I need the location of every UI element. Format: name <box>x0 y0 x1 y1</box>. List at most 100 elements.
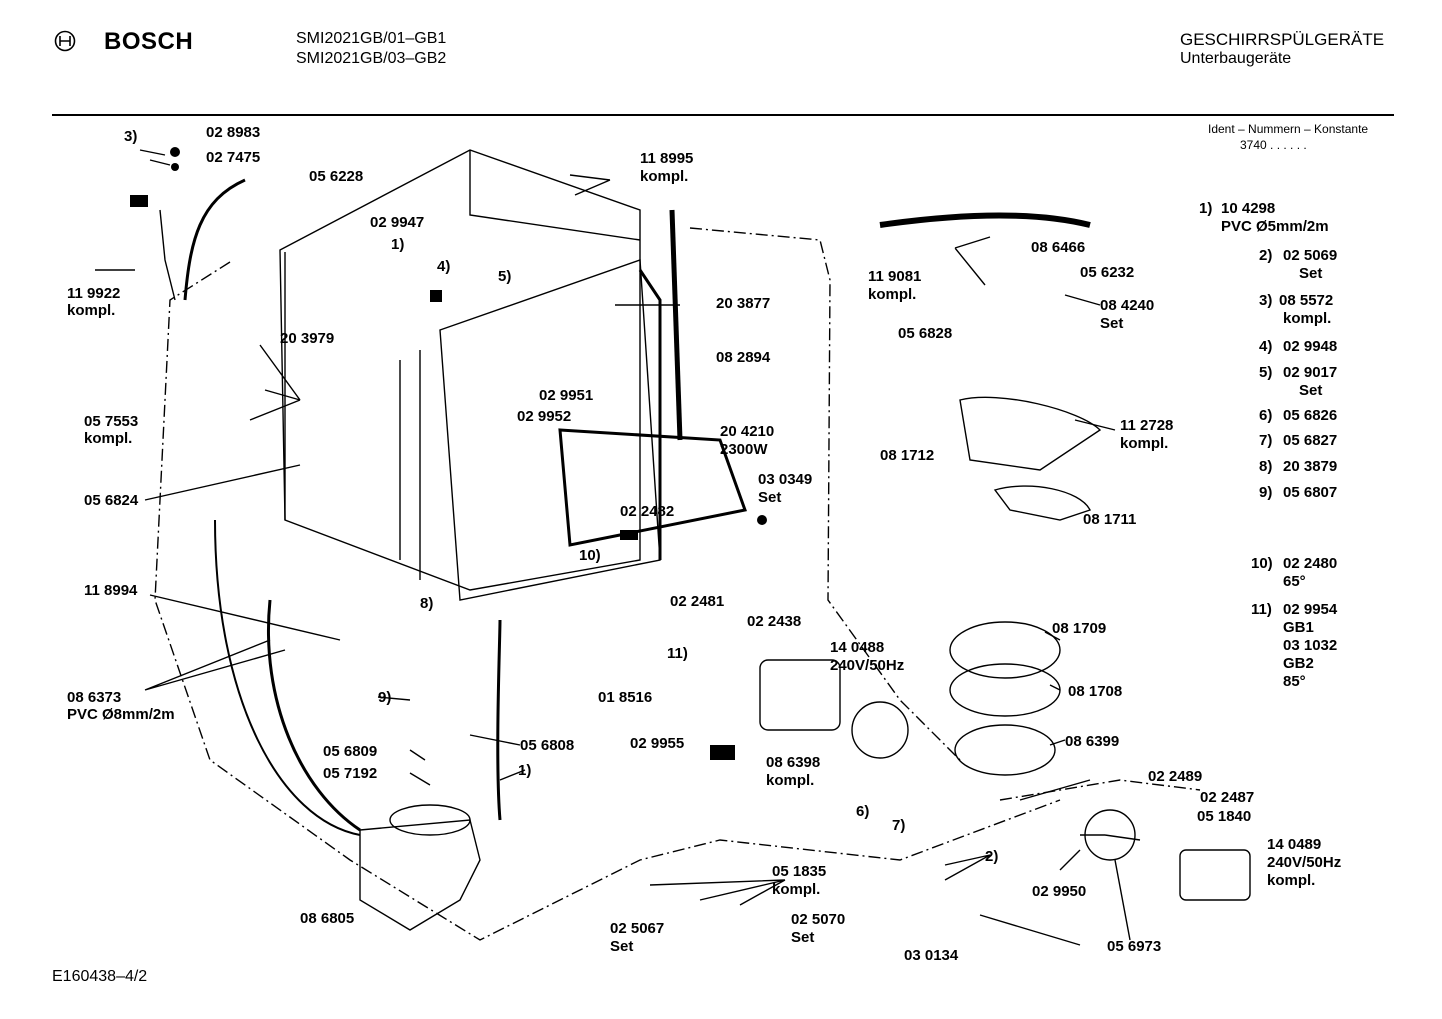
label-4: 4) <box>437 258 451 275</box>
label-086805: 08 6805 <box>300 910 355 927</box>
label-056228: 05 6228 <box>309 168 364 185</box>
label-119081: 11 9081 <box>868 268 922 285</box>
legend-key-7: 7) <box>1259 432 1273 449</box>
label-022438: 02 2438 <box>747 613 802 630</box>
legend-key-1: 1) <box>1199 200 1213 217</box>
label-1-upper: 1) <box>391 236 405 253</box>
legend-list: 1) 10 4298 PVC Ø5mm/2m 2) 02 5069 Set 3)… <box>1195 200 1395 700</box>
legend-key-2: 2) <box>1259 247 1273 264</box>
model-line-1: SMI2021GB/01–GB1 <box>296 30 447 47</box>
label-022487: 02 2487 <box>1200 789 1255 806</box>
legend-desc-10: 65° <box>1283 573 1306 590</box>
label-057553-kompl: kompl. <box>84 430 133 447</box>
label-056828: 05 6828 <box>898 325 953 342</box>
legend-desc-11c: GB2 <box>1283 655 1314 672</box>
label-9: 9) <box>378 689 392 706</box>
label-086373: 08 6373 <box>67 689 122 706</box>
label-018516: 01 8516 <box>598 689 653 706</box>
legend-desc-11a: GB1 <box>1283 619 1314 636</box>
legend-part-9: 05 6807 <box>1283 484 1338 501</box>
model-line-2: SMI2021GB/03–GB2 <box>296 50 447 67</box>
label-2300w: 2300W <box>720 441 768 458</box>
legend-part-11: 02 9954 <box>1283 601 1338 618</box>
legend-key-10: 10) <box>1251 555 1273 572</box>
legend-part-6: 05 6826 <box>1283 407 1338 424</box>
legend-key-5: 5) <box>1259 364 1273 381</box>
legend-key-6: 6) <box>1259 407 1273 424</box>
label-022489: 02 2489 <box>1148 768 1203 785</box>
label-086373-pvc: PVC Ø8mm/2m <box>67 706 175 723</box>
legend-part-2: 02 5069 <box>1283 247 1338 264</box>
label-086398-kompl: kompl. <box>766 772 815 789</box>
label-5: 5) <box>498 268 512 285</box>
label-056232: 05 6232 <box>1080 264 1135 281</box>
label-027475: 02 7475 <box>206 149 261 166</box>
label-022482: 02 2482 <box>620 503 675 520</box>
label-140488: 14 0488 <box>830 639 885 656</box>
label-8: 8) <box>420 595 434 612</box>
label-057192: 05 7192 <box>323 765 378 782</box>
category-title: GESCHIRRSPÜLGERÄTE <box>1180 30 1385 49</box>
label-051840: 05 1840 <box>1197 808 1252 825</box>
label-081712: 08 1712 <box>880 447 935 464</box>
legend-part-5: 02 9017 <box>1283 364 1338 381</box>
legend-desc-3: kompl. <box>1283 310 1332 327</box>
header-divider <box>52 114 1394 116</box>
label-030349-set: Set <box>758 489 782 506</box>
legend-part-3: 08 5572 <box>1279 292 1334 309</box>
legend-part-1: 10 4298 <box>1221 200 1276 217</box>
ident-value: 3740 . . . . . . <box>1240 138 1307 152</box>
label-10: 10) <box>579 547 601 564</box>
label-084240-set: Set <box>1100 315 1124 332</box>
label-030349: 03 0349 <box>758 471 813 488</box>
label-030134: 03 0134 <box>904 947 959 964</box>
label-025070: 02 5070 <box>791 911 846 928</box>
legend-key-4: 4) <box>1259 338 1273 355</box>
label-028983: 02 8983 <box>206 124 261 141</box>
legend-key-8: 8) <box>1259 458 1273 475</box>
label-084240: 08 4240 <box>1100 297 1155 314</box>
label-051835-kompl: kompl. <box>772 881 821 898</box>
legend-desc-2: Set <box>1299 265 1323 282</box>
drawing-id: E160438–4/2 <box>52 968 148 985</box>
label-118995: 11 8995 <box>640 150 694 167</box>
label-118994: 11 8994 <box>84 582 138 599</box>
label-025067-set: Set <box>610 938 634 955</box>
label-11: 11) <box>667 645 688 662</box>
label-081708: 08 1708 <box>1068 683 1123 700</box>
label-6: 6) <box>856 803 870 820</box>
label-056973: 05 6973 <box>1107 938 1162 955</box>
label-056809: 05 6809 <box>323 743 378 760</box>
label-025067: 02 5067 <box>610 920 665 937</box>
label-3: 3) <box>124 128 138 145</box>
label-029950: 02 9950 <box>1032 883 1087 900</box>
legend-desc-11d: 85° <box>1283 673 1306 690</box>
label-086399: 08 6399 <box>1065 733 1120 750</box>
label-140489-kompl: kompl. <box>1267 872 1316 889</box>
label-022481: 02 2481 <box>670 593 725 610</box>
label-112728: 11 2728 <box>1120 417 1174 434</box>
label-082894: 08 2894 <box>716 349 771 366</box>
subcategory-title: Unterbaugeräte <box>1180 50 1292 67</box>
legend-desc-1: PVC Ø5mm/2m <box>1221 218 1329 235</box>
label-112728-kompl: kompl. <box>1120 435 1169 452</box>
label-7: 7) <box>892 817 906 834</box>
label-086466: 08 6466 <box>1031 239 1086 256</box>
label-029952: 02 9952 <box>517 408 572 425</box>
label-2: 2) <box>985 848 999 865</box>
label-081709: 08 1709 <box>1052 620 1107 637</box>
legend-part-10: 02 2480 <box>1283 555 1338 572</box>
label-119922: 11 9922 <box>67 285 121 302</box>
label-057553: 05 7553 <box>84 413 139 430</box>
legend-desc-11b: 03 1032 <box>1283 637 1338 654</box>
label-056824: 05 6824 <box>84 492 139 509</box>
label-081711: 08 1711 <box>1083 511 1137 528</box>
legend-part-7: 05 6827 <box>1283 432 1338 449</box>
label-140489: 14 0489 <box>1267 836 1322 853</box>
label-086398: 08 6398 <box>766 754 821 771</box>
label-029951: 02 9951 <box>539 387 594 404</box>
legend-key-9: 9) <box>1259 484 1273 501</box>
label-140489-voltage: 240V/50Hz <box>1267 854 1342 871</box>
legend-part-4: 02 9948 <box>1283 338 1338 355</box>
